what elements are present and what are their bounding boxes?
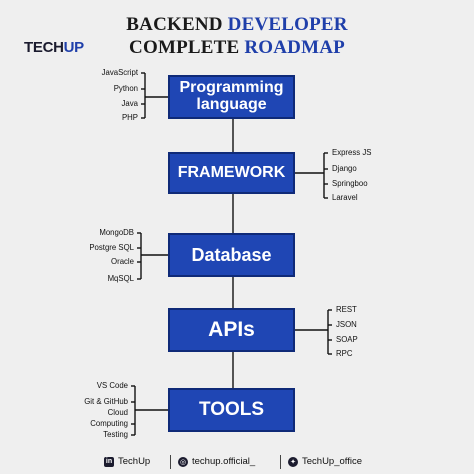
title-line-1: BACKEND DEVELOPER bbox=[0, 14, 474, 36]
footer-instagram[interactable]: ◎ techup.official_ bbox=[178, 456, 255, 467]
title-word-roadmap: ROADMAP bbox=[244, 37, 345, 58]
title-line-2: COMPLETE ROADMAP bbox=[0, 37, 474, 59]
node-framework: FRAMEWORK bbox=[168, 152, 295, 194]
item-rpc: RPC bbox=[336, 349, 353, 358]
item-cloud: Cloud bbox=[107, 408, 128, 417]
item-computing: Computing bbox=[90, 419, 128, 428]
logo-text-up: UP bbox=[63, 39, 85, 56]
footer-divider bbox=[280, 455, 281, 469]
item-javascript: JavaScript bbox=[101, 68, 138, 77]
footer-linkedin-label: TechUp bbox=[118, 456, 151, 467]
techup-logo: TECHUP bbox=[24, 39, 84, 56]
footer-twitter[interactable]: ✦ TechUp_office bbox=[288, 456, 362, 467]
title-word-developer: DEVELOPER bbox=[227, 14, 348, 35]
node-label: FRAMEWORK bbox=[177, 163, 286, 181]
footer-twitter-label: TechUp_office bbox=[302, 456, 363, 467]
instagram-icon: ◎ bbox=[178, 456, 188, 467]
node-apis: APIs bbox=[168, 308, 295, 352]
item-oracle: Oracle bbox=[111, 257, 134, 266]
title-word-backend: BACKEND bbox=[126, 14, 223, 35]
item-rest: REST bbox=[336, 305, 357, 314]
twitter-icon: ✦ bbox=[288, 456, 298, 467]
item-json: JSON bbox=[336, 320, 357, 329]
node-label: TOOLS bbox=[198, 399, 265, 421]
node-programming-language: Programming language bbox=[168, 75, 295, 119]
item-mqsql: MqSQL bbox=[107, 274, 134, 283]
item-testing: Testing bbox=[103, 430, 128, 439]
footer-linkedin[interactable]: in TechUp bbox=[104, 456, 150, 467]
node-label: APIs bbox=[208, 317, 255, 341]
node-database: Database bbox=[168, 233, 295, 277]
title-word-complete: COMPLETE bbox=[129, 37, 240, 58]
item-python: Python bbox=[113, 84, 138, 93]
node-label: Programming language bbox=[179, 79, 284, 113]
linkedin-icon: in bbox=[104, 456, 114, 467]
logo-text-tech: TECH bbox=[24, 39, 64, 56]
item-laravel: Laravel bbox=[332, 193, 358, 202]
item-django: Django bbox=[332, 164, 357, 173]
item-postgre-sql: Postgre SQL bbox=[89, 243, 134, 252]
node-label: Database bbox=[191, 244, 272, 265]
item-vs-code: VS Code bbox=[96, 381, 128, 390]
footer-instagram-label: techup.official_ bbox=[192, 456, 256, 467]
node-tools: TOOLS bbox=[168, 388, 295, 432]
item-soap: SOAP bbox=[336, 335, 358, 344]
item-springboo: Springboo bbox=[332, 179, 368, 188]
footer-divider bbox=[170, 455, 171, 469]
item-git-github: Git & GitHub bbox=[84, 397, 128, 406]
item-express-js: Express JS bbox=[332, 148, 372, 157]
item-php: PHP bbox=[121, 113, 138, 122]
item-mongodb: MongoDB bbox=[99, 228, 134, 237]
item-java: Java bbox=[121, 99, 138, 108]
